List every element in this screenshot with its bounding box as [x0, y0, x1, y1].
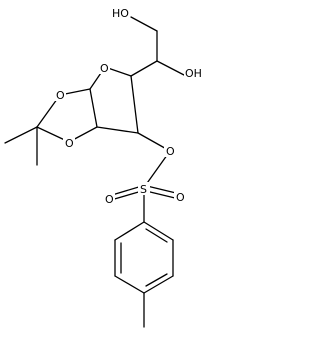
atom-label-o-ester: O	[166, 145, 175, 158]
bond-ho-ch2	[130, 16, 158, 32]
structural-formula: HO OH O O O O S O O	[4, 6, 204, 328]
atom-label-oh: OH	[185, 67, 202, 80]
bond-ar-1-2	[143, 221, 174, 241]
atom-label-ho: HO	[112, 7, 129, 20]
bond-ar-3-4	[143, 275, 174, 294]
bond-ar-inner-b	[145, 273, 168, 287]
bond-ch-oh	[156, 60, 185, 76]
atom-label-o-dioxolane-upper: O	[56, 89, 65, 102]
bond-s-o-right-1	[145, 190, 176, 199]
label-bg-o-dioxolane-upper	[54, 88, 66, 101]
bond-ar-4-5	[114, 275, 145, 294]
bond-c2-c3	[96, 126, 139, 134]
bond-c1-c2	[89, 88, 98, 128]
bond-s-o-left-1	[110, 190, 143, 201]
label-bg-s	[138, 182, 150, 195]
bond-ar-inner-a	[145, 228, 168, 243]
label-bg-o-sulfonyl-left	[103, 192, 115, 205]
label-bg-ho	[112, 6, 130, 20]
label-bg-o-ester	[164, 144, 176, 157]
atom-label-s: S	[140, 183, 147, 196]
bond-c3-c4	[130, 75, 139, 134]
bond-cq-methyl-left	[4, 126, 38, 144]
label-bg-o-sulfonyl-right	[174, 190, 186, 203]
atom-label-o-sulfonyl-right: O	[176, 191, 185, 204]
bond-s-o-left-2	[111, 185, 143, 196]
label-bg-oh	[184, 66, 204, 80]
bond-ar-6-1	[114, 221, 145, 241]
bond-ch-c4	[130, 60, 158, 77]
bond-s-o-right-2	[146, 185, 177, 194]
atom-label-o-ring: O	[100, 62, 109, 75]
atom-labels: HO OH O O O O S O O	[54, 6, 204, 206]
label-bg-o-dioxolane-lower	[63, 136, 75, 149]
atom-label-o-dioxolane-lower: O	[65, 137, 74, 150]
label-bg-o-ring	[98, 61, 110, 74]
atom-label-o-sulfonyl-left: O	[105, 193, 114, 206]
bonds	[4, 16, 185, 328]
